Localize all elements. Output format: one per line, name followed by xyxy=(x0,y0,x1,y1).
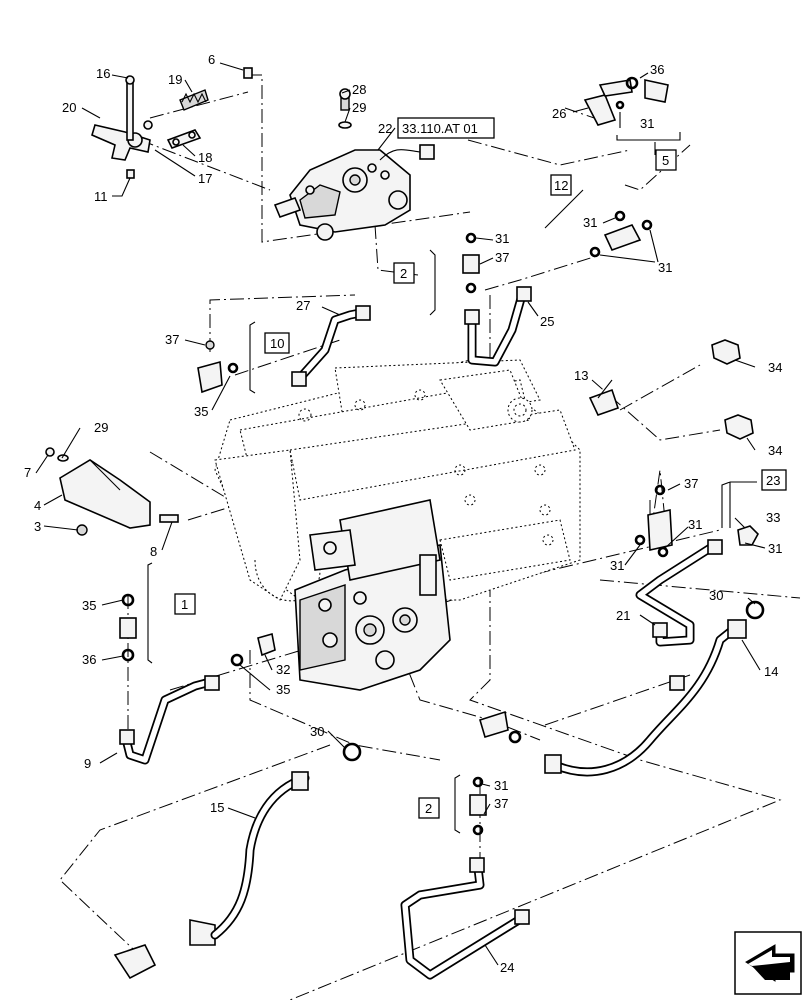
arrow-icon[interactable] xyxy=(734,931,802,995)
label-9: 9 xyxy=(84,756,91,771)
label-4: 4 xyxy=(34,498,41,513)
label-7: 7 xyxy=(24,465,31,480)
label-17: 17 xyxy=(198,171,212,186)
label-20: 20 xyxy=(62,100,76,115)
label-21: 21 xyxy=(616,608,630,623)
label-16: 16 xyxy=(96,66,110,81)
label-37-d: 37 xyxy=(494,796,508,811)
label-35-b: 35 xyxy=(82,598,96,613)
label-30-right: 30 xyxy=(709,588,723,603)
label-19: 19 xyxy=(168,72,182,87)
label-37-a: 37 xyxy=(495,250,509,265)
label-2-bottom: 2 xyxy=(425,801,432,816)
label-37-c: 37 xyxy=(684,476,698,491)
label-37-b: 37 xyxy=(165,332,179,347)
label-26: 26 xyxy=(552,106,566,121)
pipes xyxy=(119,286,747,980)
reference-label: 33.110.AT 01 xyxy=(402,121,478,136)
label-31-a: 31 xyxy=(583,215,597,230)
label-31-e: 31 xyxy=(610,558,624,573)
label-35-a: 35 xyxy=(194,404,208,419)
label-31-f: 31 xyxy=(768,541,782,556)
linkage-assembly xyxy=(91,67,253,179)
label-31-b: 31 xyxy=(658,260,672,275)
label-32: 32 xyxy=(276,662,290,677)
label-10: 10 xyxy=(270,336,284,351)
label-23: 23 xyxy=(766,473,780,488)
label-1: 1 xyxy=(181,597,188,612)
label-25: 25 xyxy=(540,314,554,329)
transmission-housing xyxy=(214,359,581,602)
leader-lines xyxy=(35,62,766,966)
label-35-c: 35 xyxy=(276,682,290,697)
label-36-b: 36 xyxy=(82,652,96,667)
label-12: 12 xyxy=(554,178,568,193)
label-31-d: 31 xyxy=(688,517,702,532)
label-14: 14 xyxy=(764,664,778,679)
label-18: 18 xyxy=(198,150,212,165)
callout-boxes xyxy=(174,117,787,819)
label-28: 28 xyxy=(352,82,366,97)
top-valve-22 xyxy=(273,88,435,241)
label-2-top: 2 xyxy=(400,266,407,281)
control-valve-block xyxy=(294,499,451,691)
label-13: 13 xyxy=(574,368,588,383)
label-11: 11 xyxy=(94,189,108,204)
fittings xyxy=(113,76,765,980)
label-30-left: 30 xyxy=(310,724,324,739)
part-labels: 16 19 6 20 11 18 17 28 29 22 33.110.AT 0… xyxy=(24,52,782,975)
label-29-top: 29 xyxy=(352,100,366,115)
label-22: 22 xyxy=(378,121,392,136)
label-31-top: 31 xyxy=(640,116,654,131)
label-15: 15 xyxy=(210,800,224,815)
label-5: 5 xyxy=(662,153,669,168)
label-34-a: 34 xyxy=(768,360,782,375)
label-29-left: 29 xyxy=(94,420,108,435)
label-33: 33 xyxy=(766,510,780,525)
cover-plate-4 xyxy=(45,447,179,536)
label-6: 6 xyxy=(208,52,215,67)
label-3: 3 xyxy=(34,519,41,534)
label-31-c: 31 xyxy=(495,231,509,246)
label-24: 24 xyxy=(500,960,514,975)
label-34-b: 34 xyxy=(768,443,782,458)
label-36-top: 36 xyxy=(650,62,664,77)
label-31-g: 31 xyxy=(494,778,508,793)
label-27: 27 xyxy=(296,298,310,313)
label-8: 8 xyxy=(150,544,157,559)
